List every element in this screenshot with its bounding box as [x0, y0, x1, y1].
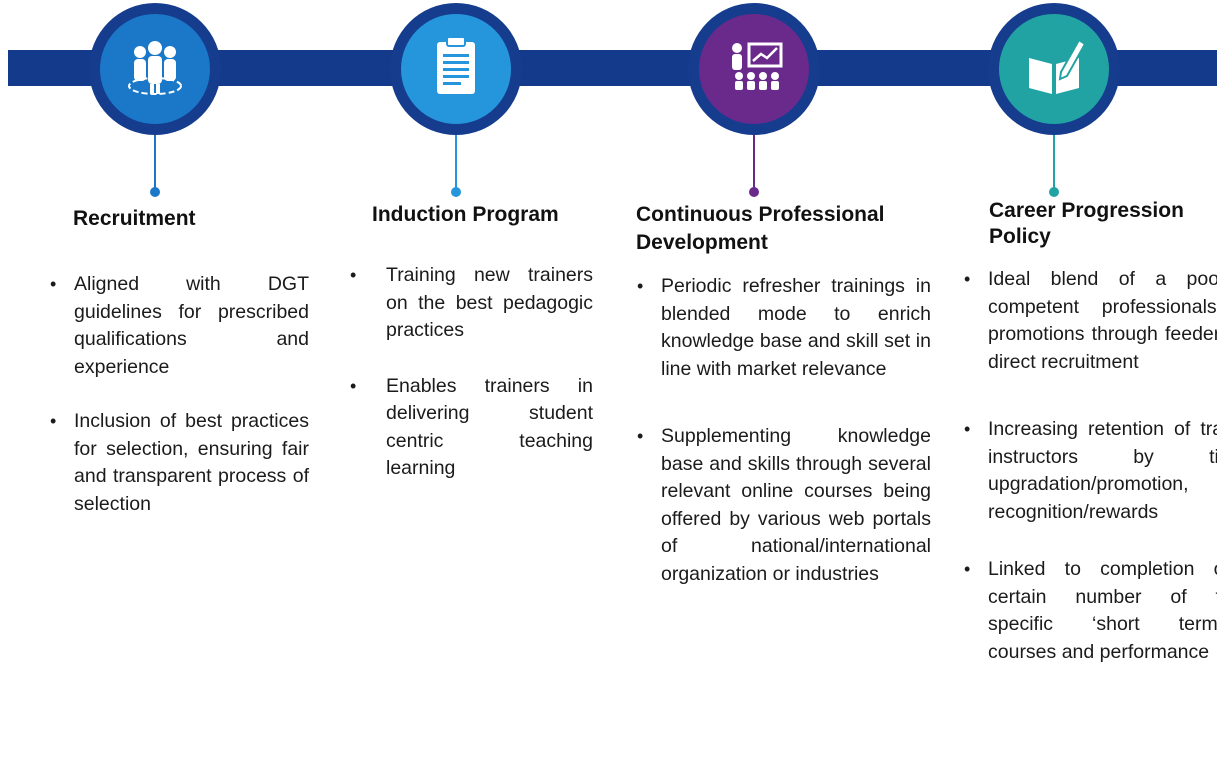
- recruitment-title: Recruitment: [73, 207, 196, 230]
- induction-bullets: Training new trainers on the best pedago…: [350, 262, 593, 483]
- career-connector: [1053, 135, 1055, 190]
- recruitment-node: [89, 3, 221, 135]
- induction-title: Induction Program: [372, 203, 559, 226]
- professional-node: [688, 3, 820, 135]
- recruitment-bullets: Aligned with DGT guidelines for prescrib…: [46, 271, 309, 518]
- professional-dot: [749, 187, 759, 197]
- induction-dot: [451, 187, 461, 197]
- book-pen-icon: [1029, 38, 1087, 94]
- clipboard-icon: [437, 36, 475, 94]
- list-item: Linked to completion of a certain number…: [960, 556, 1217, 666]
- list-item: Ideal blend of a pool of competent profe…: [960, 266, 1217, 376]
- professional-title: Continuous Professional Development: [636, 203, 885, 254]
- induction-node: [390, 3, 522, 135]
- recruitment-dot: [150, 187, 160, 197]
- list-item: Increasing retention of trained instruct…: [960, 416, 1217, 526]
- professional-bullets: Periodic refresher trainings in blended …: [633, 273, 931, 588]
- list-item: Aligned with DGT guidelines for prescrib…: [46, 271, 309, 381]
- recruitment-connector: [154, 135, 156, 190]
- career-title: Career Progression Policy: [989, 199, 1184, 248]
- career-dot: [1049, 187, 1059, 197]
- list-item: Training new trainers on the best pedago…: [350, 262, 593, 345]
- people-circle-icon: [128, 41, 182, 95]
- list-item: Supplementing knowledge base and skills …: [633, 423, 931, 588]
- induction-connector: [455, 135, 457, 190]
- list-item: Periodic refresher trainings in blended …: [633, 273, 931, 383]
- presentation-audience-icon: [732, 42, 783, 90]
- list-item: Enables trainers in delivering student c…: [350, 373, 593, 483]
- career-node: [988, 3, 1120, 135]
- list-item: Inclusion of best practices for selectio…: [46, 408, 309, 518]
- professional-connector: [753, 135, 755, 190]
- career-bullets: Ideal blend of a pool of competent profe…: [960, 266, 1217, 666]
